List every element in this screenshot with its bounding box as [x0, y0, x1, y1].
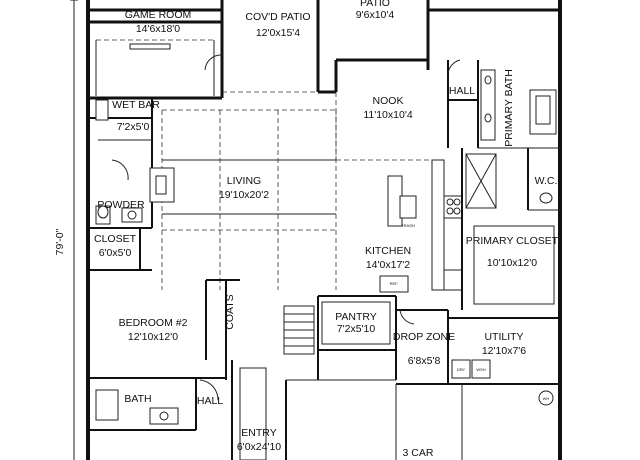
patio-size: 9'6x10'4	[356, 9, 395, 21]
primary-bath-name: PRIMARY BATH	[503, 69, 515, 147]
wet-bar-size: 7'2x5'0	[117, 121, 150, 133]
wc-name: W.C.	[535, 175, 558, 187]
utility-name: UTILITY	[484, 331, 523, 343]
center-service	[283, 295, 560, 406]
bedroom2-name: BEDROOM #2	[119, 317, 188, 329]
coats-name: COATS	[224, 294, 236, 329]
primary-bath-area	[447, 59, 560, 149]
kitchen	[379, 159, 463, 293]
nook-name: NOOK	[373, 95, 404, 107]
garage-name: 3 CAR	[403, 447, 434, 459]
primary-closet-name: PRIMARY CLOSET	[466, 235, 559, 247]
patio-name: PATIO	[360, 0, 390, 9]
note-dry: DRY	[457, 367, 466, 372]
living-name: LIVING	[227, 175, 261, 187]
living-size: 19'10x20'2	[219, 189, 269, 201]
covd-patio-size: 12'0x15'4	[256, 27, 300, 39]
covd-patio	[204, 54, 318, 93]
closet-name: CLOSET	[94, 233, 137, 245]
living	[149, 109, 337, 290]
game-room-size: 14'6x18'0	[136, 23, 180, 35]
bedroom2-size: 12'10x12'0	[128, 331, 178, 343]
covd-patio-name: COV'D PATIO	[245, 11, 310, 23]
bath-name: BATH	[124, 393, 151, 405]
left-service-column	[88, 98, 153, 271]
pantry-name: PANTRY	[335, 311, 377, 323]
note-trash: TRASH	[401, 223, 415, 228]
entry-name: ENTRY	[241, 427, 276, 439]
nook-size: 11'10x10'4	[363, 109, 413, 121]
bedroom-2	[87, 272, 240, 460]
game-room	[95, 39, 215, 96]
kitchen-size: 14'0x17'2	[366, 259, 410, 271]
entry-size: 6'0x24'10	[237, 441, 281, 453]
drop-zone-name: DROP ZONE	[393, 331, 455, 343]
note-wsh: WSH	[476, 367, 485, 372]
closet-size: 6'0x5'0	[99, 247, 132, 259]
note-wh: WH	[543, 396, 550, 401]
pantry-size: 7'2x5'10	[337, 323, 376, 335]
dimension-line	[70, 0, 78, 460]
wet-bar-name: WET BAR	[112, 99, 160, 111]
note-ref: REF.	[390, 281, 399, 286]
game-room-name: GAME ROOM	[125, 9, 192, 21]
primary-suite	[461, 148, 560, 310]
hall-top-name: HALL	[449, 85, 475, 97]
drop-zone-size: 6'8x5'8	[408, 355, 441, 367]
powder-name: POWDER	[97, 199, 145, 211]
bottom-left	[88, 360, 463, 460]
utility-size: 12'10x7'6	[482, 345, 526, 357]
hall-bottom-name: HALL	[197, 395, 223, 407]
primary-closet-size: 10'10x12'0	[487, 257, 537, 269]
overall-dimension: 79'-0"	[54, 228, 66, 255]
kitchen-name: KITCHEN	[365, 245, 411, 257]
